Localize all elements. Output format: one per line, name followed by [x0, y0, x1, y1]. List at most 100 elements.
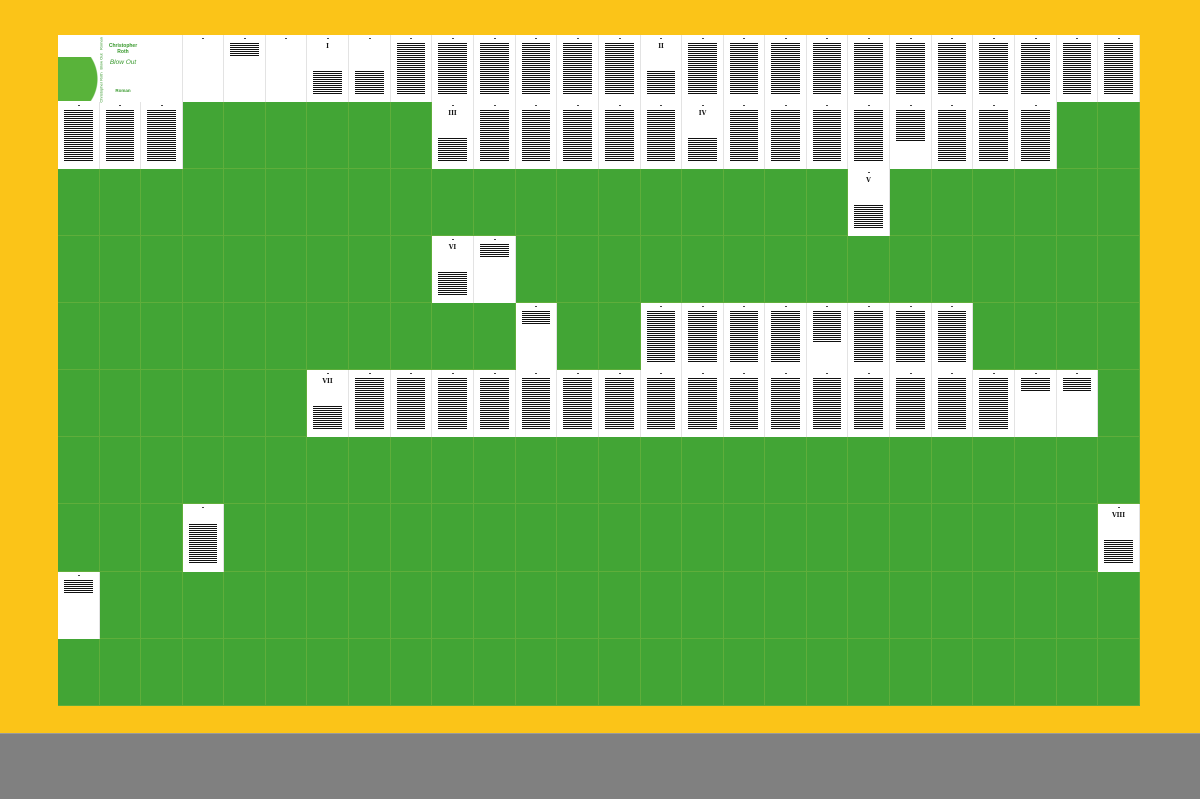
page-number-mark	[765, 105, 806, 106]
page-number-mark	[1015, 38, 1056, 39]
manuscript-page	[349, 35, 391, 102]
text-block	[438, 43, 467, 95]
grid-cell	[391, 303, 432, 370]
gray-floor	[0, 734, 1200, 799]
grid-cell	[432, 639, 474, 706]
page-number-mark	[973, 373, 1014, 374]
grid-cell	[1098, 102, 1140, 169]
manuscript-page	[183, 35, 224, 102]
grid-cell	[349, 639, 391, 706]
grid-cell	[599, 236, 641, 303]
grid-cell	[100, 169, 141, 236]
grid-cell	[1015, 236, 1057, 303]
manuscript-page	[848, 102, 890, 169]
grid-cell	[807, 236, 848, 303]
text-block	[647, 110, 675, 162]
text-block	[688, 138, 717, 162]
grid-cell	[266, 572, 307, 639]
text-block	[854, 205, 883, 229]
manuscript-page	[890, 102, 932, 169]
grid-cell	[516, 169, 557, 236]
text-block	[938, 43, 966, 95]
page-number-mark	[682, 38, 723, 39]
cover-author: Christopher Roth	[108, 43, 138, 55]
grid-cell	[349, 504, 391, 572]
grid-cell	[557, 504, 599, 572]
grid-cell	[1015, 437, 1057, 504]
manuscript-page: I	[307, 35, 349, 102]
grid-cell	[516, 639, 557, 706]
text-block	[64, 110, 93, 162]
manuscript-page	[765, 35, 807, 102]
text-block	[979, 43, 1008, 95]
grid-cell	[807, 572, 848, 639]
grid-cell	[224, 303, 266, 370]
grid-cell	[765, 572, 807, 639]
text-block	[397, 43, 425, 95]
grid-cell	[1098, 437, 1140, 504]
page-number-mark	[391, 38, 431, 39]
manuscript-page	[641, 370, 682, 437]
grid-cell	[474, 639, 516, 706]
grid-cell	[765, 437, 807, 504]
green-pinboard: Blow OutIIIIIIIVVVIVIIVIII Roman Blow Ou…	[58, 35, 1140, 706]
manuscript-page	[848, 35, 890, 102]
manuscript-page	[765, 370, 807, 437]
manuscript-page	[516, 370, 557, 437]
grid-cell	[141, 169, 183, 236]
spine-author: Roman	[98, 37, 104, 50]
grid-cell	[932, 169, 973, 236]
manuscript-page	[474, 35, 516, 102]
manuscript-page	[807, 370, 848, 437]
chapter-number: VII	[322, 378, 333, 385]
grid-cell	[1098, 370, 1140, 437]
grid-cell	[765, 504, 807, 572]
manuscript-page	[973, 102, 1015, 169]
grid-cell	[724, 169, 765, 236]
manuscript-page	[599, 370, 641, 437]
text-block	[230, 43, 259, 57]
grid-cell	[807, 437, 848, 504]
grid-cell	[266, 169, 307, 236]
manuscript-page	[391, 370, 432, 437]
grid-cell	[973, 572, 1015, 639]
text-block	[522, 311, 550, 325]
text-block	[854, 43, 883, 95]
grid-cell	[391, 236, 432, 303]
grid-cell	[599, 504, 641, 572]
grid-cell	[557, 639, 599, 706]
page-number-mark	[349, 38, 390, 39]
text-block	[771, 378, 800, 430]
text-block	[688, 311, 717, 363]
manuscript-page: V	[848, 169, 890, 236]
grid-cell	[307, 169, 349, 236]
grid-cell	[349, 572, 391, 639]
grid-cell	[1098, 169, 1140, 236]
text-block	[730, 43, 758, 95]
grid-cell	[724, 504, 765, 572]
cover-genre: Roman	[115, 88, 131, 93]
page-number-mark	[724, 105, 764, 106]
text-block	[480, 244, 509, 258]
page-number-mark	[765, 306, 806, 307]
grid-cell	[391, 102, 432, 169]
page-number-mark	[807, 105, 847, 106]
grid-cell	[100, 504, 141, 572]
grid-cell	[183, 102, 224, 169]
page-number-mark	[807, 373, 847, 374]
grid-cell	[765, 169, 807, 236]
page-number-mark	[474, 373, 515, 374]
text-block	[854, 110, 883, 162]
chapter-number: V	[866, 177, 871, 184]
page-number-mark	[807, 306, 847, 307]
page-number-mark	[266, 38, 306, 39]
text-block	[438, 378, 467, 430]
grid-cell	[932, 236, 973, 303]
text-block	[397, 378, 425, 430]
text-block	[522, 43, 550, 95]
grid-cell	[474, 303, 516, 370]
manuscript-page	[641, 303, 682, 370]
chapter-number: III	[448, 110, 457, 117]
grid-cell	[224, 236, 266, 303]
text-block	[563, 110, 592, 162]
